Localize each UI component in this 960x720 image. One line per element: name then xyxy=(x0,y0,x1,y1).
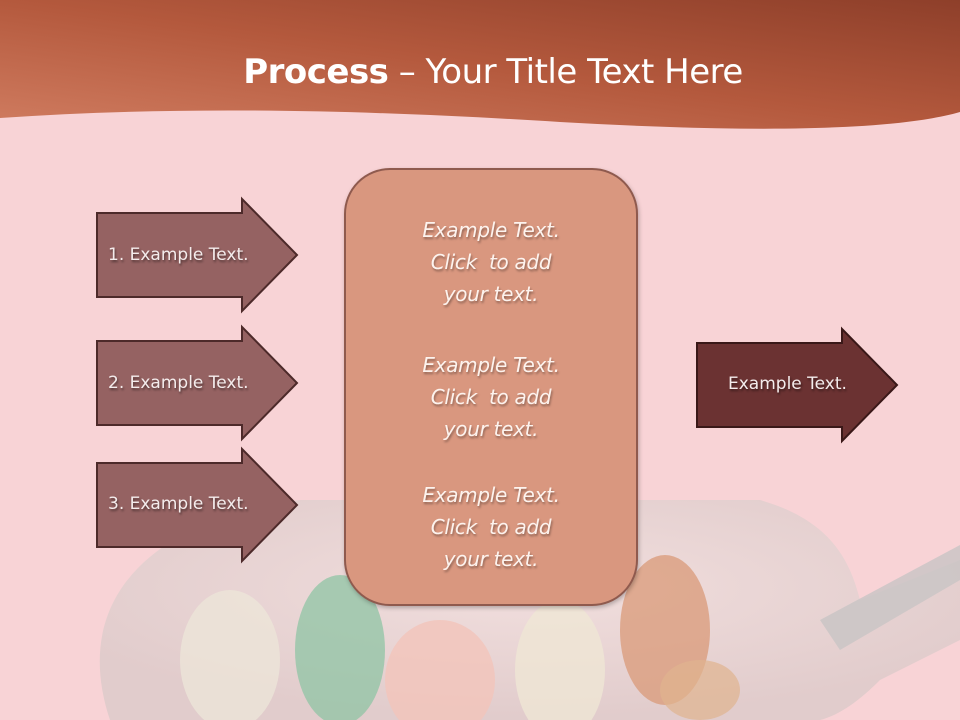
center-text-line: your text. xyxy=(443,417,539,441)
input-arrow-label: 2. Example Text. xyxy=(108,373,249,393)
header-banner xyxy=(0,0,960,129)
input-arrow-label: 1. Example Text. xyxy=(108,245,249,265)
center-text-line: Click to add xyxy=(430,385,552,409)
center-text-line: Click to add xyxy=(430,250,552,274)
center-text-line: Example Text. xyxy=(422,483,560,507)
right-arrow-icon xyxy=(96,196,299,314)
center-text-block-2[interactable]: Example Text. Click to add your text. xyxy=(346,349,636,445)
slide-title: Process – Your Title Text Here xyxy=(0,52,960,92)
title-rest: – Your Title Text Here xyxy=(388,52,744,92)
output-arrow-label: Example Text. xyxy=(728,374,847,394)
center-text-line: Example Text. xyxy=(422,218,560,242)
center-text-block-3[interactable]: Example Text. Click to add your text. xyxy=(346,479,636,575)
output-arrow[interactable]: Example Text. xyxy=(696,326,899,444)
input-arrow-3[interactable]: 3. Example Text. xyxy=(96,446,299,564)
process-center-box[interactable]: Example Text. Click to add your text. Ex… xyxy=(344,168,638,606)
center-text-line: your text. xyxy=(443,547,539,571)
title-bold: Process xyxy=(243,52,389,92)
center-text-line: Click to add xyxy=(430,515,552,539)
input-arrow-1[interactable]: 1. Example Text. xyxy=(96,196,299,314)
right-arrow-icon xyxy=(96,324,299,442)
right-arrow-icon xyxy=(696,326,899,444)
input-arrow-label: 3. Example Text. xyxy=(108,494,249,514)
input-arrow-2[interactable]: 2. Example Text. xyxy=(96,324,299,442)
center-text-line: Example Text. xyxy=(422,353,560,377)
right-arrow-icon xyxy=(96,446,299,564)
center-text-line: your text. xyxy=(443,282,539,306)
center-text-block-1[interactable]: Example Text. Click to add your text. xyxy=(346,214,636,310)
